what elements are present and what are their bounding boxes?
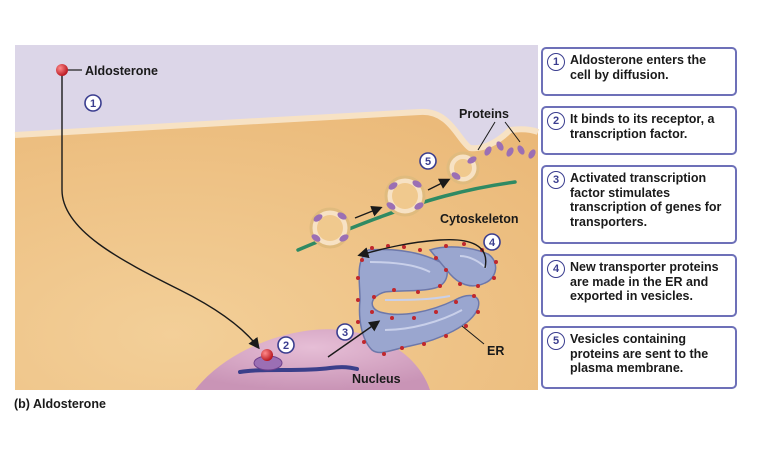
proteins-leader: [477, 121, 496, 151]
step-text: It binds to its receptor, a transcriptio…: [570, 112, 715, 141]
marker-1: 1: [84, 94, 102, 112]
caption-letter: (b): [14, 397, 30, 411]
marker-2: 2: [277, 336, 295, 354]
svg-text:2: 2: [283, 340, 289, 352]
step-number: 1: [547, 53, 565, 71]
plasma-membrane: [14, 108, 540, 152]
proteins-leader: [504, 121, 521, 143]
endoplasmic-reticulum: [358, 246, 497, 354]
dna-strand: [238, 365, 359, 374]
caption-title: Aldosterone: [32, 397, 106, 411]
marker-5: 5: [419, 152, 437, 170]
step-text: Aldosterone enters the cell by diffusion…: [570, 53, 707, 82]
svg-text:1: 1: [90, 98, 96, 110]
step-box-5: 5 Vesicles containing proteins are sent …: [541, 326, 737, 389]
step-box-2: 2 It binds to its receptor, a transcript…: [541, 106, 737, 155]
aldosterone-label: Aldosterone: [85, 64, 158, 78]
step-text: Vesicles containing proteins are sent to…: [570, 332, 709, 375]
step-box-3: 3 Activated transcription factor stimula…: [541, 165, 737, 244]
vesicle: [384, 175, 426, 217]
bound-aldosterone: [261, 349, 273, 361]
er-leader: [461, 325, 485, 345]
export-arrow: [357, 238, 487, 269]
step-box-1: 1 Aldosterone enters the cell by diffusi…: [541, 47, 737, 96]
cytoskeleton-label: Cytoskeleton: [440, 212, 519, 226]
vesicle-transport-arrow: [354, 205, 383, 219]
vesicle: [446, 151, 480, 185]
er-ribosome-dots: [356, 242, 498, 356]
vesicle: [309, 207, 351, 249]
svg-text:4: 4: [489, 237, 496, 249]
vesicle-fusion-arrow: [427, 178, 451, 191]
marker-4: 4: [483, 233, 501, 251]
proteins-label: Proteins: [459, 107, 509, 121]
step-text: Activated transcription factor stimulate…: [570, 171, 722, 229]
er-label: ER: [487, 344, 504, 358]
step-number: 2: [547, 112, 565, 130]
svg-text:5: 5: [425, 156, 431, 168]
marker-3: 3: [336, 323, 354, 341]
membrane-transporters: [484, 141, 536, 159]
diffusion-path-arrow: [61, 74, 260, 350]
figure-caption: (b) Aldosterone: [14, 397, 106, 411]
step-number: 3: [547, 171, 565, 189]
nucleus-label: Nucleus: [352, 372, 401, 386]
step-text: New transporter proteins are made in the…: [570, 260, 719, 303]
aldosterone-molecule: [56, 64, 68, 76]
step-box-4: 4 New transporter proteins are made in t…: [541, 254, 737, 317]
transcription-arrow: [327, 320, 381, 358]
svg-text:3: 3: [342, 327, 348, 339]
step-number: 4: [547, 260, 565, 278]
step-number: 5: [547, 332, 565, 350]
